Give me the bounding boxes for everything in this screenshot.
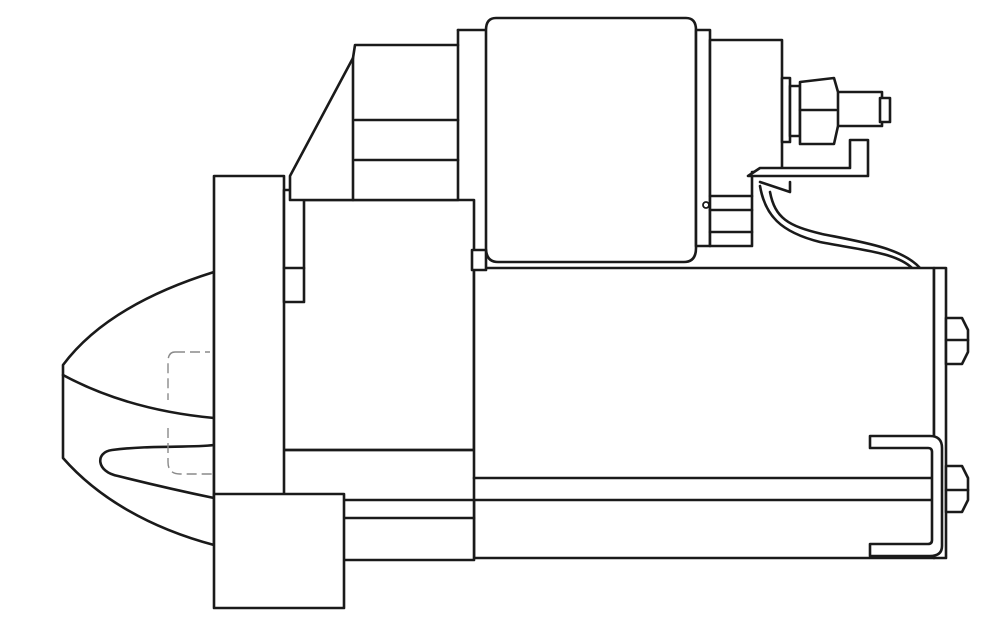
mounting-foot: [212, 492, 346, 610]
solenoid-bracket: [288, 28, 490, 252]
through-bolt-nut-lower: [944, 464, 970, 514]
solenoid: [484, 16, 712, 264]
through-bolt-nut-upper: [944, 316, 970, 366]
drive-end-body: [280, 198, 476, 452]
terminal-bracket: [746, 138, 870, 194]
mounting-clip: [868, 434, 944, 558]
field-wire: [758, 184, 922, 270]
mounting-flange: [212, 174, 306, 498]
terminal-stud: [780, 76, 892, 144]
motor-yoke: [470, 248, 948, 560]
drive-nose-housing: [61, 270, 256, 547]
terminal-nut: [798, 76, 840, 146]
